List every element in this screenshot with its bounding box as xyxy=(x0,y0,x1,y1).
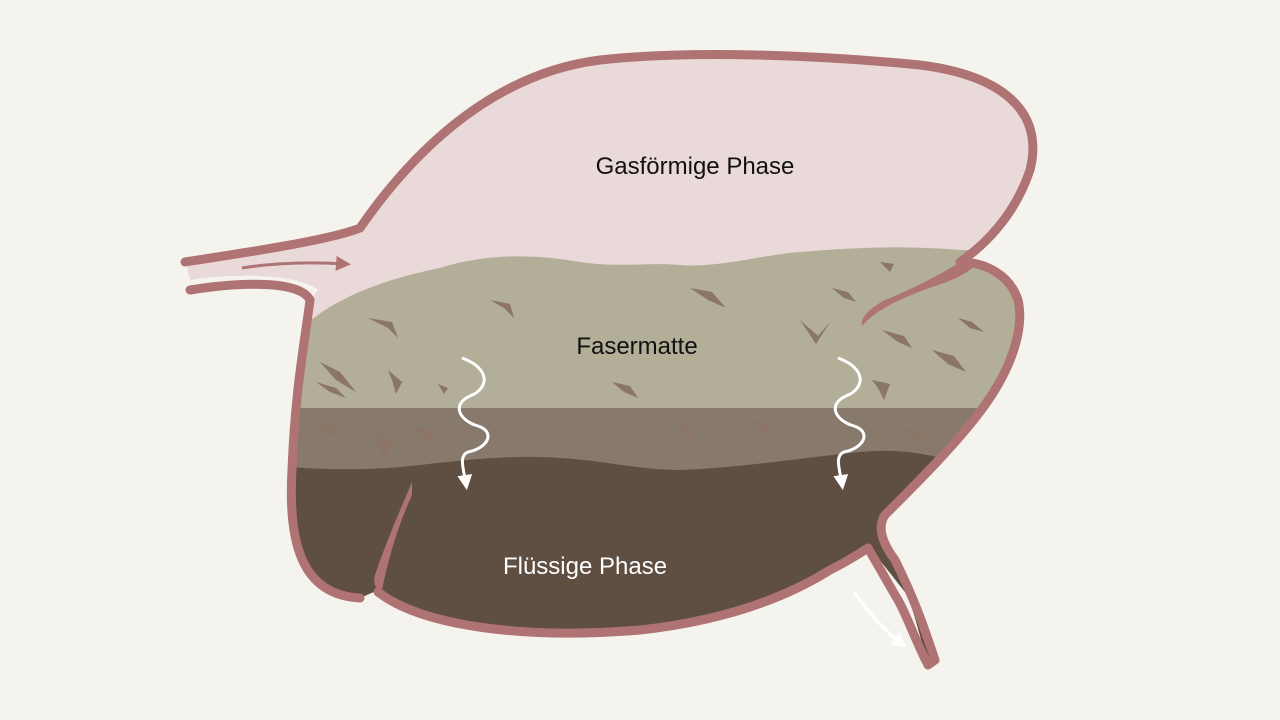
liquid-phase-label: Flüssige Phase xyxy=(503,553,667,580)
fiber-particle-icon xyxy=(438,384,448,394)
fiber-particle-icon xyxy=(744,416,776,436)
fiber-particle-icon xyxy=(880,262,894,272)
fiber-particle-icon xyxy=(800,320,830,344)
fiber-particle-icon xyxy=(410,424,436,444)
fiber-particle-icon xyxy=(316,382,346,398)
fiber-particle-icon xyxy=(958,318,984,332)
fiber-particle-icon xyxy=(932,350,966,372)
fiber-particle-icon xyxy=(882,330,912,348)
right-pillar-fold xyxy=(861,262,975,326)
arrow-right-icon xyxy=(241,255,351,271)
fiber-particle-icon xyxy=(370,428,400,460)
organ-wall-lower xyxy=(185,279,365,603)
fiber-particle-icon xyxy=(872,380,890,400)
gas-phase-label: Gasförmige Phase xyxy=(596,153,795,180)
left-pillar-fold xyxy=(374,482,412,591)
fiber-particle-icon xyxy=(490,300,514,318)
wavy-arrow-down-icon xyxy=(457,356,490,490)
fiber-particle-icon xyxy=(388,370,402,394)
fiber-particle-icon xyxy=(368,318,398,338)
fiber-particle-icon xyxy=(612,382,638,398)
fiber-particles xyxy=(312,262,984,460)
fiber-particle-icon xyxy=(832,288,856,302)
organ-wall-outline xyxy=(180,50,1038,670)
fiber-particle-icon xyxy=(676,418,696,442)
wavy-arrow-down-icon xyxy=(833,356,866,490)
fiber-mat-label: Fasermatte xyxy=(576,333,697,360)
fiber-particle-icon xyxy=(818,434,830,444)
fiber-particle-icon xyxy=(312,420,344,440)
fiber-particle-icon xyxy=(690,288,726,308)
arrow-down-right-icon xyxy=(852,591,907,648)
fiber-particle-icon xyxy=(898,428,930,440)
fiber-particle-icon xyxy=(320,362,356,392)
